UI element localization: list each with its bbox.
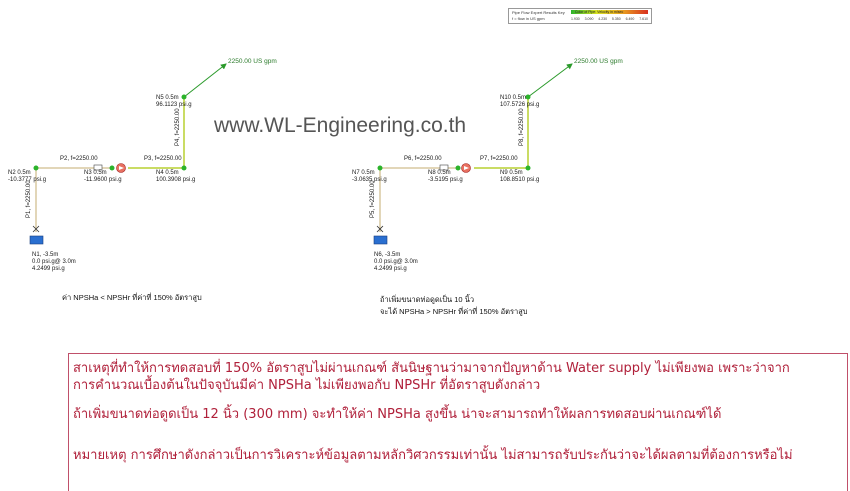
n1-label-1: N1, -3.5m (32, 252, 58, 258)
node-n8[interactable] (455, 165, 461, 171)
n6-label-2: 0.0 psi.g@ 3.0m (374, 259, 418, 265)
n3-label-1: N3 0.5m (84, 170, 107, 176)
n6-label-1: N6, -3.5m (374, 252, 400, 258)
right-system: 2250.00 US gpm N10 0.5m 107.5726 psi.g P… (352, 58, 623, 316)
analysis-paragraph-2: ถ้าเพิ่มขนาดท่อดูดเป็น 12 นิ้ว (300 mm) … (73, 407, 722, 422)
legend-tick: 1.930 (571, 17, 580, 21)
valve-icon (376, 225, 384, 233)
legend-bar-label: Color of Pipe: Velocity in m/sec (575, 10, 624, 14)
outflow-arrow (527, 63, 573, 98)
n4-label-2: 100.3908 psi.g (156, 177, 195, 183)
n10-label-2: 107.5726 psi.g (500, 102, 539, 108)
right-npsh-note-2: จะได้ NPSHa > NPSHr ที่ค่าที่ 150% อัตรา… (380, 306, 528, 316)
n6-label-3: 4.2499 psi.g (374, 266, 407, 272)
node-n5[interactable] (181, 94, 187, 100)
n5-label-2: 96.1123 psi.g (156, 102, 192, 108)
velocity-color-bar (571, 10, 648, 14)
analysis-paragraph-3: หมายเหตุ การศึกษาดังกล่าวเป็นการวิเคราะห… (73, 448, 793, 463)
legend-ticks: 1.930 3.090 4.230 5.350 6.490 7.610 (571, 17, 648, 21)
n2-label-2: -10.3777 psi.g (8, 177, 46, 183)
legend-subtitle: f = flow in US gpm (512, 16, 545, 21)
outflow-label: 2250.00 US gpm (574, 58, 623, 65)
n8-label-2: -3.5195 psi.g (428, 177, 463, 183)
legend-tick: 3.090 (584, 17, 594, 21)
results-legend: Pipe Flow Expert Results Key f = flow in… (508, 8, 652, 24)
n10-label-1: N10 0.5m (500, 95, 526, 101)
right-npsh-note-1: ถ้าเพิ่มขนาดท่อดูดเป็น 10 นิ้ว (380, 294, 474, 304)
n1-label-2: 0.0 psi.g@ 3.0m (32, 259, 76, 265)
legend-title: Pipe Flow Expert Results Key (512, 10, 565, 15)
outflow-arrow (183, 63, 227, 98)
valve-icon (32, 225, 40, 233)
n4-label-1: N4 0.5m (156, 170, 179, 176)
tank-n1[interactable] (29, 235, 44, 245)
node-n10[interactable] (525, 94, 531, 100)
n2-label-1: N2 0.5m (8, 170, 31, 176)
n3-label-2: -11.9600 psi.g (84, 177, 122, 183)
pump-arrow-icon (464, 166, 469, 170)
n7-label-1: N7 0.5m (352, 170, 375, 176)
pipe-network-diagram: 2250.00 US gpm N5 0.5m 96.1123 psi.g P4,… (8, 58, 623, 316)
left-system: 2250.00 US gpm N5 0.5m 96.1123 psi.g P4,… (8, 58, 277, 302)
node-n7[interactable] (377, 165, 383, 171)
watermark: www.WL-Engineering.co.th (213, 114, 466, 137)
legend-tick: 7.610 (639, 17, 648, 21)
legend-tick: 4.230 (598, 17, 608, 21)
left-npsh-note: ค่า NPSHa < NPSHr ที่ค่าที่ 150% อัตราสู… (62, 292, 202, 302)
pump-arrow-icon (119, 166, 124, 170)
p4-label: P4, f=2250.00 (175, 108, 181, 146)
fitting-icon (439, 164, 449, 171)
n5-label-1: N5 0.5m (156, 95, 179, 101)
node-n4[interactable] (181, 165, 187, 171)
node-n3[interactable] (109, 165, 115, 171)
n9-label-2: 108.8510 psi.g (500, 177, 539, 183)
analysis-paragraph-1: สาเหตุที่ทำให้การทดสอบที่ 150% อัตราสูบไ… (73, 361, 790, 393)
node-n2[interactable] (33, 165, 39, 171)
outflow-label: 2250.00 US gpm (228, 58, 277, 65)
legend-tick: 5.350 (611, 17, 621, 21)
p6-label: P6, f=2250.00 (404, 156, 442, 162)
n1-label-3: 4.2499 psi.g (32, 266, 65, 272)
p1-label: P1, f=2250.00 (26, 180, 32, 218)
p2-label: P2, f=2250.00 (60, 156, 98, 162)
p5-label: P5, f=2250.00 (370, 180, 376, 218)
n7-label-2: -3.0635 psi.g (352, 177, 387, 183)
p8-label: P8, f=2250.00 (519, 108, 525, 146)
fitting-icon (93, 164, 103, 171)
n9-label-1: N9 0.5m (500, 170, 523, 176)
n8-label-1: N8 0.5m (428, 170, 451, 176)
p7-label: P7, f=2250.00 (480, 156, 518, 162)
analysis-textbox: สาเหตุที่ทำให้การทดสอบที่ 150% อัตราสูบไ… (68, 353, 848, 491)
node-n9[interactable] (525, 165, 531, 171)
tank-n6[interactable] (373, 235, 388, 245)
p3-label: P3, f=2250.00 (144, 156, 182, 162)
legend-tick: 6.490 (625, 17, 635, 21)
